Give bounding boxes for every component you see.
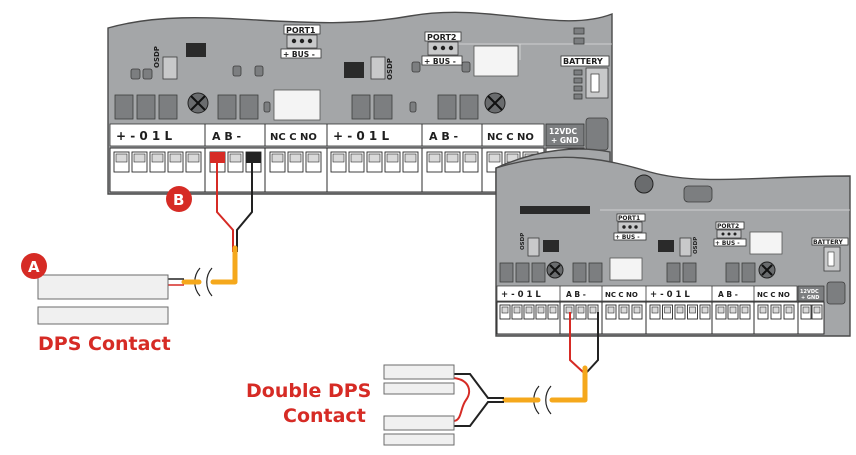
terminal-label-rs485-2: A B - xyxy=(429,130,458,143)
port1-label: PORT1 xyxy=(286,26,316,35)
battery-label: BATTERY xyxy=(813,239,843,246)
double-dps-caption-line1: Double DPS xyxy=(246,380,371,402)
terminal-label-rs485-1: A B - xyxy=(566,290,586,299)
callout-b: B xyxy=(166,186,192,212)
chip xyxy=(186,43,206,57)
osdp-label: OSDP xyxy=(520,233,526,250)
potentiometer-icon xyxy=(187,92,209,114)
dps-contact-caption: DPS Contact xyxy=(38,333,171,355)
port2-label: PORT2 xyxy=(717,223,739,230)
port2-label: PORT2 xyxy=(427,33,457,42)
terminal-label-input2: + - 0 1 L xyxy=(333,129,389,143)
wired-terminal xyxy=(210,152,225,163)
bus1-label: + BUS - xyxy=(283,50,315,59)
dps-contact-sensor xyxy=(37,306,169,325)
dps-contact-magnet xyxy=(37,274,169,300)
terminal-blocks xyxy=(496,301,825,335)
callout-a: A xyxy=(21,253,47,279)
terminal-label-input1: + - 0 1 L xyxy=(501,290,541,300)
main-controller-board: OSDP OSDP PORT1 + BUS - PORT2 + BUS - BA… xyxy=(107,11,613,313)
power-gnd-label: + GND xyxy=(551,136,579,145)
osdp-label: OSDP xyxy=(153,46,161,68)
osdp-label: OSDP xyxy=(693,237,699,254)
bus2-label: + BUS - xyxy=(715,241,740,247)
terminal-label-input1: + - 0 1 L xyxy=(116,129,172,143)
double-dps-contact-sensor-1 xyxy=(383,382,455,395)
terminal-label-rs485-1: A B - xyxy=(212,130,241,143)
potentiometer-icon xyxy=(758,261,776,279)
single-dps-wiring: DPS Contact xyxy=(37,160,253,355)
double-dps-contact-magnet-2 xyxy=(383,415,455,431)
chip xyxy=(344,62,364,78)
port1-label: PORT1 xyxy=(618,215,640,222)
wired-terminal xyxy=(246,152,261,163)
white-module xyxy=(473,45,519,77)
double-dps-wiring: Double DPS Contact xyxy=(246,312,599,446)
second-controller-board: OSDP OSDP PORT1 + BUS - PORT2 + BUS - BA… xyxy=(495,148,851,337)
double-dps-contact-sensor-2 xyxy=(383,433,455,446)
white-module xyxy=(273,89,321,121)
terminal-label-input2: + - 0 1 L xyxy=(650,290,690,300)
callout-b-label: B xyxy=(173,191,184,209)
terminal-label-relay2: NC C NO xyxy=(487,132,534,143)
terminal-label-rs485-2: A B - xyxy=(718,290,738,299)
potentiometer-icon xyxy=(546,261,564,279)
potentiometer-icon xyxy=(484,92,506,114)
terminal-label-relay2: NC C NO xyxy=(757,291,790,299)
double-dps-contact-magnet-1 xyxy=(383,364,455,380)
callout-a-label: A xyxy=(28,258,40,276)
power-voltage-label: 12VDC xyxy=(800,289,819,295)
bus2-label: + BUS - xyxy=(424,57,456,66)
osdp-label: OSDP xyxy=(386,58,394,80)
double-dps-caption-line2: Contact xyxy=(283,405,366,427)
terminal-label-relay1: NC C NO xyxy=(605,291,638,299)
battery-label: BATTERY xyxy=(563,57,603,66)
power-gnd-label: + GND xyxy=(801,295,819,301)
power-voltage-label: 12VDC xyxy=(549,127,577,136)
terminal-label-relay1: NC C NO xyxy=(270,132,317,143)
bus1-label: + BUS - xyxy=(615,235,640,241)
